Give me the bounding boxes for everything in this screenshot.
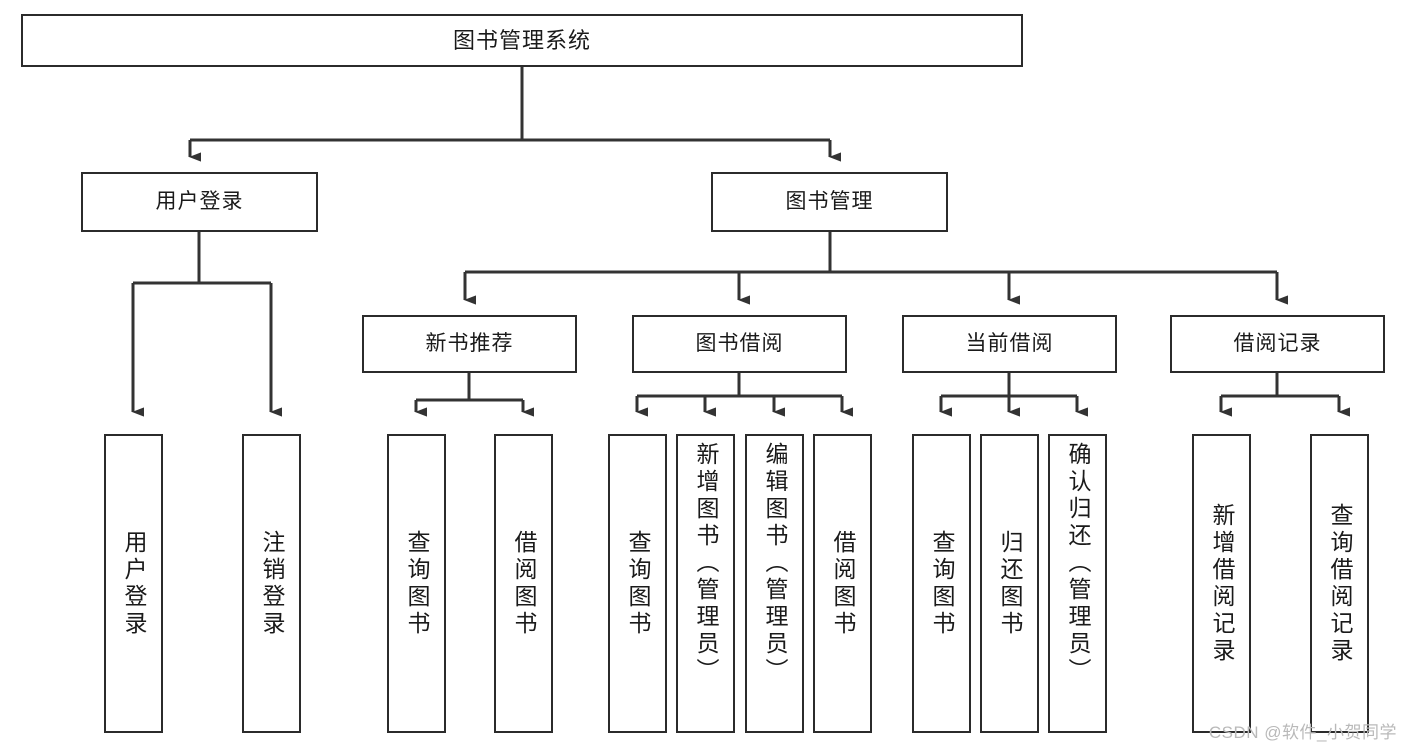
node-label: 用户登录	[155, 189, 244, 213]
node-label: 图书管理系统	[452, 27, 591, 53]
leaf-add-book-admin[interactable]: 新增图书（管理员）	[676, 434, 735, 733]
leaf-add-borrow-record[interactable]: 新增借阅记录	[1192, 434, 1251, 733]
node-label: 新增借阅记录	[1209, 502, 1235, 665]
leaf-query-book-new-recommend[interactable]: 查询图书	[387, 434, 446, 733]
node-label: 编辑图书（管理员）	[762, 442, 788, 685]
node-book-management-system[interactable]: 图书管理系统	[21, 14, 1023, 67]
node-label: 查询图书	[929, 529, 955, 638]
node-label: 新书推荐	[425, 331, 514, 355]
node-borrow-record[interactable]: 借阅记录	[1170, 315, 1385, 373]
node-label: 图书借阅	[695, 331, 784, 355]
node-label: 查询借阅记录	[1327, 502, 1353, 665]
leaf-logout-login[interactable]: 注销登录	[242, 434, 301, 733]
node-book-management[interactable]: 图书管理	[711, 172, 948, 232]
node-label: 注销登录	[259, 529, 285, 638]
leaf-borrow-book-new-recommend[interactable]: 借阅图书	[494, 434, 553, 733]
leaf-borrow-book[interactable]: 借阅图书	[813, 434, 872, 733]
leaf-return-book[interactable]: 归还图书	[980, 434, 1039, 733]
leaf-edit-book-admin[interactable]: 编辑图书（管理员）	[745, 434, 804, 733]
node-label: 查询图书	[404, 529, 430, 638]
leaf-confirm-return-admin[interactable]: 确认归还（管理员）	[1048, 434, 1107, 733]
node-label: 查询图书	[625, 529, 651, 638]
leaf-query-book-current[interactable]: 查询图书	[912, 434, 971, 733]
node-label: 当前借阅	[965, 331, 1054, 355]
node-current-borrow[interactable]: 当前借阅	[902, 315, 1117, 373]
node-label: 图书管理	[785, 189, 874, 213]
node-label: 借阅记录	[1233, 331, 1322, 355]
node-label: 新增图书（管理员）	[693, 442, 719, 685]
node-new-book-recommend[interactable]: 新书推荐	[362, 315, 577, 373]
node-label: 借阅图书	[830, 529, 856, 638]
node-book-borrow[interactable]: 图书借阅	[632, 315, 847, 373]
node-user-login[interactable]: 用户登录	[81, 172, 318, 232]
node-label: 归还图书	[997, 529, 1023, 638]
leaf-query-borrow-record[interactable]: 查询借阅记录	[1310, 434, 1369, 733]
leaf-user-login[interactable]: 用户登录	[104, 434, 163, 733]
leaf-query-book-borrow[interactable]: 查询图书	[608, 434, 667, 733]
node-label: 用户登录	[121, 529, 147, 638]
node-label: 借阅图书	[511, 529, 537, 638]
node-label: 确认归还（管理员）	[1065, 442, 1091, 685]
